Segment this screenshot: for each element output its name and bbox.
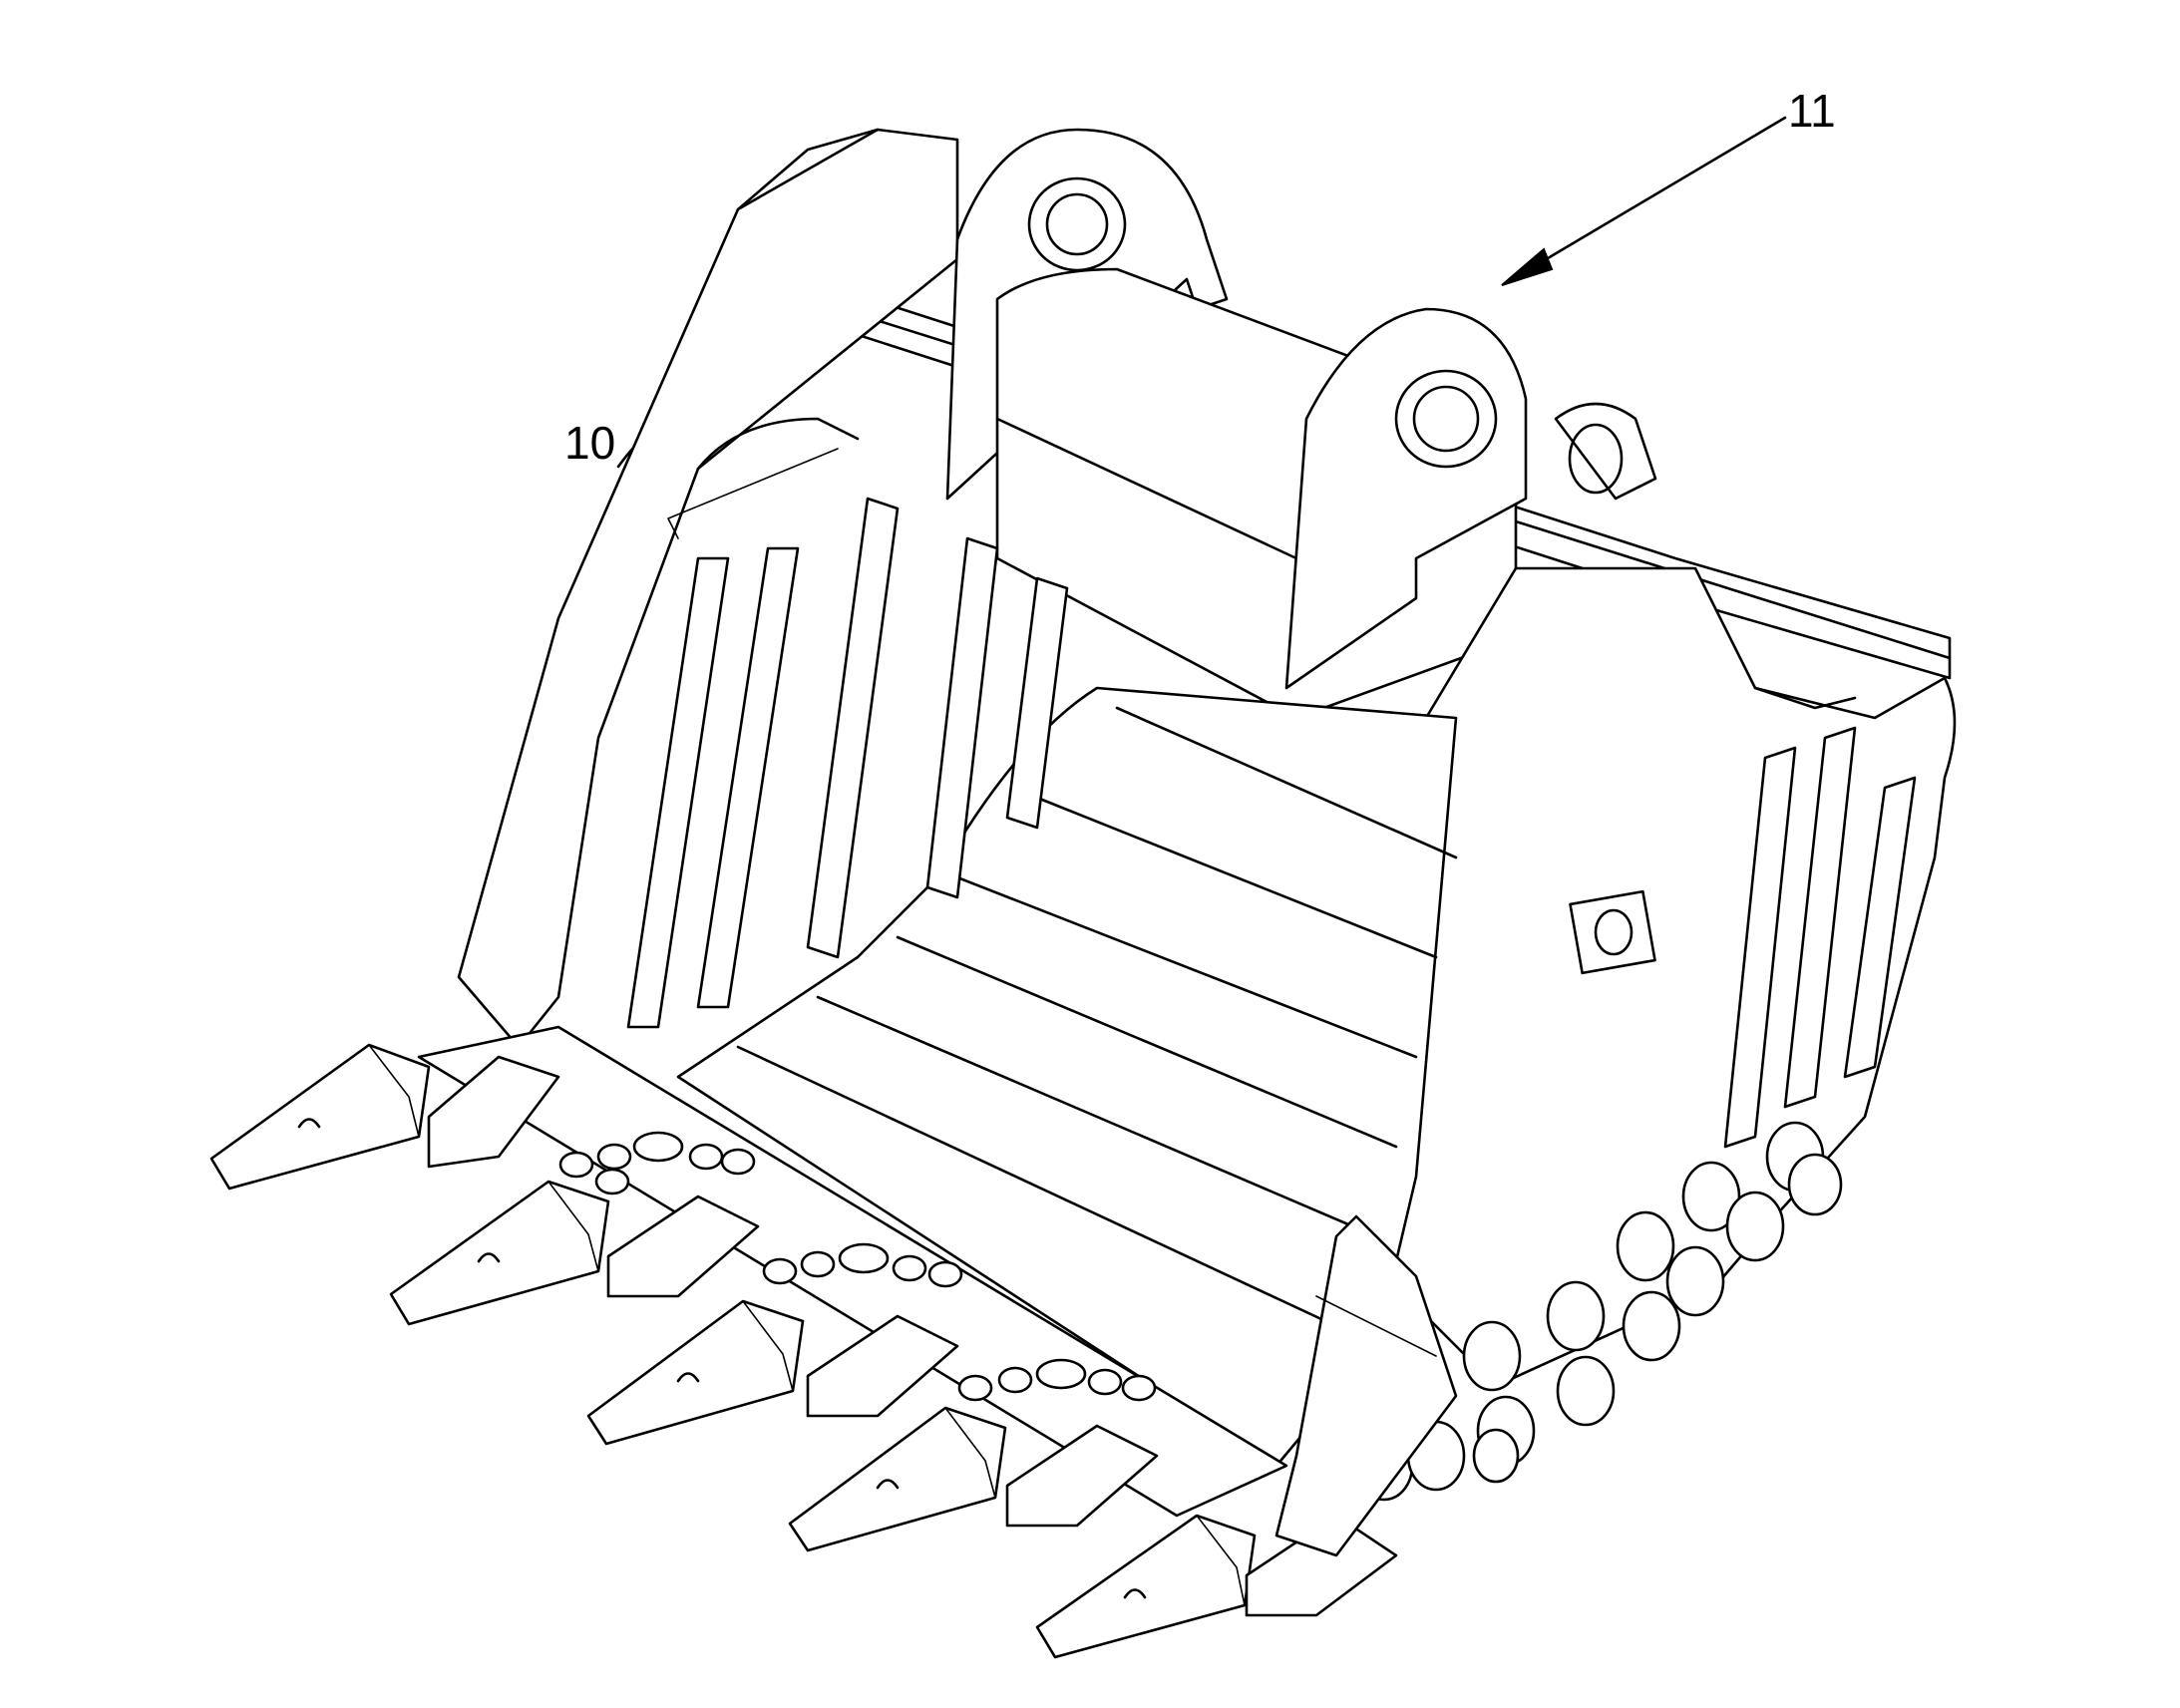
side-bolt-pattern <box>1354 1121 1843 1502</box>
lip-shrouds <box>427 1055 1398 1617</box>
tooth-1 <box>209 1043 431 1191</box>
bucket-floor <box>676 686 1458 1468</box>
left-wear-ribs <box>626 497 1069 1029</box>
tooth-4 <box>788 1406 1007 1552</box>
arrow-icon <box>1501 116 1787 286</box>
lifting-lug-right <box>1284 307 1528 690</box>
lip-bolts <box>558 1131 1157 1402</box>
reference-numeral-11: 11 <box>1788 85 1836 137</box>
tooth-2 <box>389 1180 610 1326</box>
right-wear-ribs <box>1723 726 1917 1149</box>
left-side-plate <box>457 128 959 1049</box>
tooth-3 <box>586 1299 805 1446</box>
side-cutter <box>1274 1214 1458 1557</box>
right-side-plate <box>1374 566 1957 1388</box>
rear-pivot-right <box>1554 402 1657 501</box>
tooth-5 <box>1035 1514 1257 1659</box>
reference-numeral-10: 10 <box>564 417 616 469</box>
